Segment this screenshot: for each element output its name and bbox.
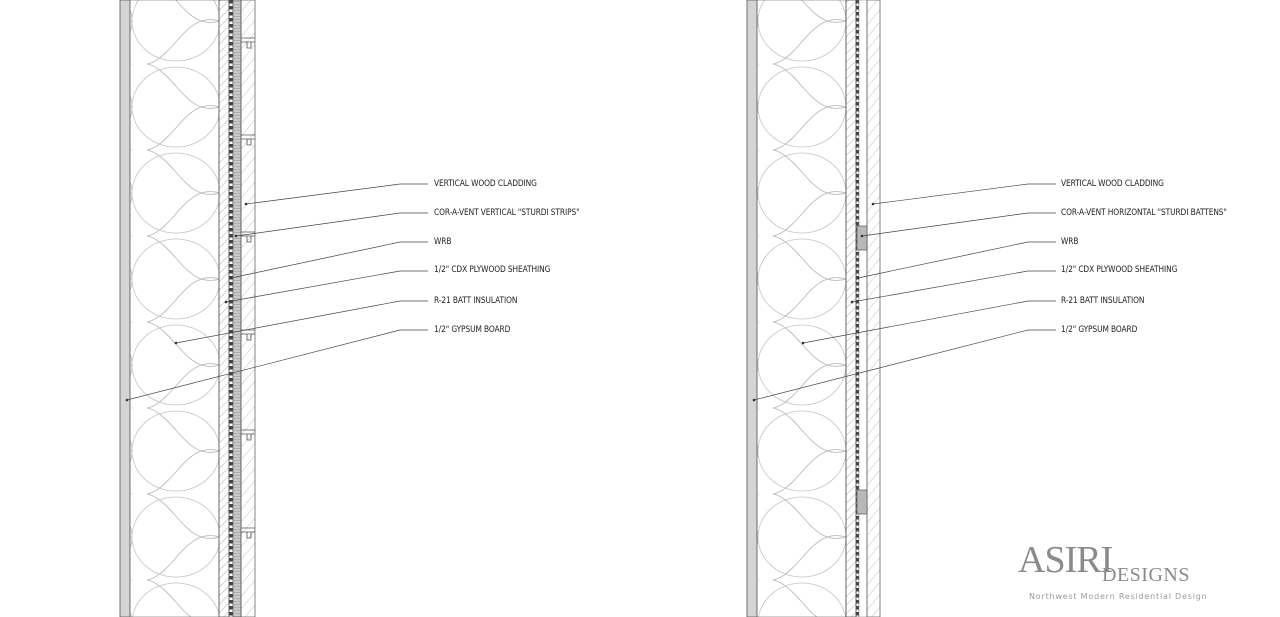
label-left-sheathing: 1/2" CDX PLYWOOD SHEATHING [434,265,551,275]
label-right-sturdi-battens: COR-A-VENT HORIZONTAL "STURDI BATTENS" [1061,208,1227,218]
label-right-insulation: R-21 BATT INSULATION [1061,296,1145,306]
label-left-insulation: R-21 BATT INSULATION [434,296,518,306]
logo-tagline: Northwest Modern Residential Design [1029,592,1208,601]
label-right-cladding: VERTICAL WOOD CLADDING [1061,179,1164,189]
label-right-wrb: WRB [1061,237,1079,247]
asiri-designs-logo: ASIRI DESIGNS Northwest Modern Residenti… [1018,540,1218,610]
label-left-cladding: VERTICAL WOOD CLADDING [434,179,537,189]
label-left-gypsum: 1/2" GYPSUM BOARD [434,325,511,335]
label-right-sheathing: 1/2" CDX PLYWOOD SHEATHING [1061,265,1178,275]
right-wall-section [746,0,1056,617]
label-right-gypsum: 1/2" GYPSUM BOARD [1061,325,1138,335]
label-left-sturdi-strips: COR-A-VENT VERTICAL "STURDI STRIPS" [434,208,580,218]
label-left-wrb: WRB [434,237,452,247]
logo-sub-text: DESIGNS [1102,564,1190,586]
logo-main-text: ASIRI [1018,539,1113,581]
left-wall-section [119,0,428,617]
